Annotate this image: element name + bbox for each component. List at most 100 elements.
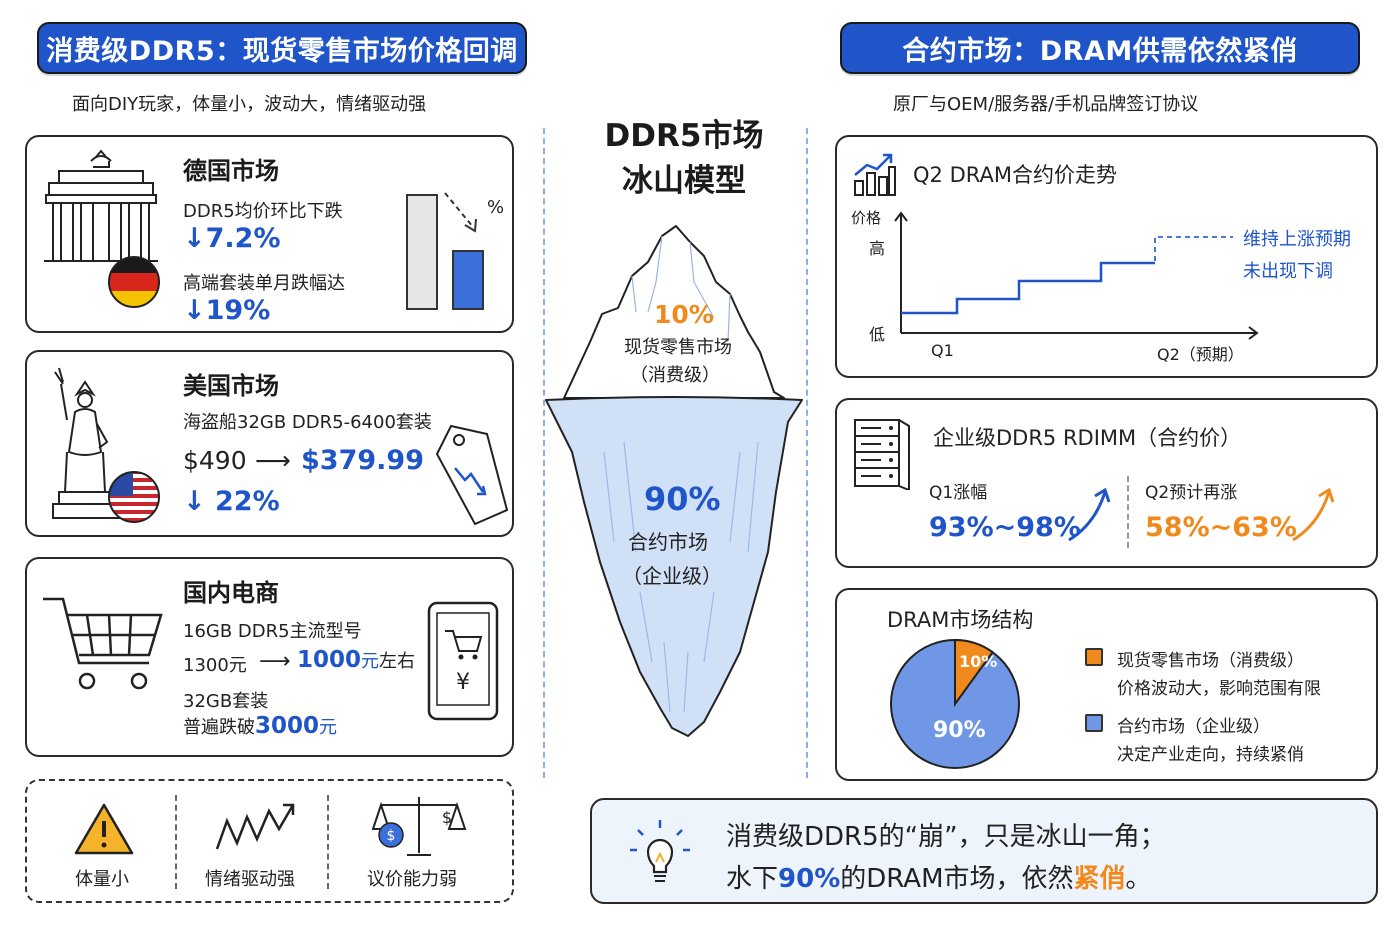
germany-line2: 高端套装单月跌幅达: [183, 273, 345, 294]
trait-label-2: 情绪驱动强: [205, 869, 295, 890]
iceberg-title-line1: DDR5市场: [604, 118, 764, 154]
china-line3: 32GB套装: [183, 691, 269, 712]
germany-line1: DDR5均价环比下跌: [183, 201, 343, 222]
growth-chart-icon: [854, 153, 896, 196]
q2-x-end: Q2（预期）: [1157, 345, 1244, 364]
usa-old-price: $490: [183, 446, 247, 475]
left-title: 消费级DDR5：现货零售市场价格回调: [46, 35, 518, 67]
china-line4-num: 3000: [255, 713, 320, 739]
china-new-price: 1000元左右: [297, 647, 415, 673]
traits-box: $ $ 体量小 情绪驱动强 议价能力弱: [25, 779, 514, 903]
legend2-title: 合约市场（企业级）: [1117, 717, 1270, 737]
rdimm-q1-value: 93%~98%: [929, 512, 1081, 543]
legend-blue-swatch: [1085, 714, 1103, 732]
svg-text:$: $: [387, 828, 396, 844]
q2-y-high: 高: [869, 239, 886, 258]
q2-trend-chart: [894, 211, 1259, 340]
q2-y-low: 低: [869, 325, 886, 344]
lightbulb-icon: [630, 820, 690, 882]
q2-note1: 维持上涨预期: [1243, 229, 1351, 250]
scale-icon: $ $: [371, 797, 467, 856]
center-left-divider: [543, 128, 545, 778]
brandenburg-gate-icon: [44, 149, 158, 262]
china-ecommerce-card: 国内电商 16GB DDR5主流型号 1300元 ⟶ 1000元左右 32GB套…: [25, 557, 514, 757]
usa-arrow: ⟶: [255, 446, 291, 475]
conclusion-box: 消费级DDR5的“崩”，只是冰山一角； 水下90%的DRAM市场，依然紧俏。: [590, 798, 1378, 904]
germany-value1: ↓7.2%: [183, 223, 281, 254]
conclusion-part-a: 水下: [726, 864, 779, 894]
iceberg-bottom-pct: 90%: [644, 480, 721, 518]
pie-slice-10: [954, 638, 995, 708]
iceberg-top-label1: 现货零售市场: [624, 337, 732, 358]
bar-drop-icon: [406, 192, 484, 310]
q2-x-start: Q1: [931, 341, 954, 360]
germany-flag-icon: [108, 256, 160, 308]
china-line4-pre: 普遍跌破: [183, 717, 255, 738]
q2-projection-line: [901, 236, 1233, 314]
warning-icon: [74, 803, 134, 855]
china-new-num: 1000: [297, 647, 362, 673]
iceberg-top-label2: （消费级）: [630, 365, 720, 386]
rdimm-q2-label: Q2预计再涨: [1145, 483, 1238, 503]
price-tag-icon: [435, 424, 509, 526]
legend-orange-swatch: [1085, 648, 1103, 666]
iceberg-illustration: [545, 225, 803, 737]
phone-shopping-icon: ¥: [427, 601, 499, 721]
china-new-suffix: 左右: [379, 651, 416, 672]
iceberg-bottom-label1: 合约市场: [628, 530, 708, 554]
usa-flag-icon: [108, 471, 160, 523]
trait-label-1: 体量小: [75, 869, 129, 890]
rdimm-divider: [1127, 476, 1129, 548]
legend1-title: 现货零售市场（消费级）: [1117, 651, 1304, 671]
pie-label-small: 10%: [959, 652, 998, 671]
shopping-cart-icon: [43, 597, 163, 690]
q2-price-step-line: [901, 261, 1155, 315]
usa-title: 美国市场: [183, 372, 279, 400]
iceberg-top-pct: 10%: [654, 300, 714, 329]
rdimm-q2-value: 58%~63%: [1145, 512, 1297, 543]
rdimm-q1-label: Q1涨幅: [929, 483, 988, 503]
china-line1: 16GB DDR5主流型号: [183, 621, 362, 642]
traits-divider-1: [175, 795, 177, 889]
usa-new-price: $379.99: [301, 445, 424, 476]
up-arrow-blue-icon: [1068, 487, 1111, 542]
usa-product: 海盗船32GB DDR5-6400套装: [183, 412, 432, 433]
up-arrow-orange-icon: [1292, 487, 1335, 542]
china-line4: 普遍跌破3000元: [183, 713, 337, 739]
q2-y-label: 价格: [851, 209, 882, 227]
germany-card: 德国市场 DDR5均价环比下跌 ↓7.2% 高端套装单月跌幅达 ↓19% %: [25, 135, 514, 333]
germany-pct-symbol: %: [487, 197, 505, 218]
conclusion-part-c: 的DRAM市场，依然: [840, 864, 1074, 894]
right-title: 合约市场：DRAM供需依然紧俏: [902, 35, 1298, 67]
structure-card: DRAM市场结构 10% 90% 现货零售市场（消费级） 价格波动大，影响范围有…: [835, 588, 1378, 781]
structure-title: DRAM市场结构: [887, 608, 1034, 632]
rdimm-title: 企业级DDR5 RDIMM（合约价）: [933, 426, 1242, 450]
left-title-banner: 消费级DDR5：现货零售市场价格回调: [37, 22, 527, 74]
china-old: 1300元: [183, 655, 247, 676]
traits-divider-2: [327, 795, 329, 889]
q2-trend-card: Q2 DRAM合约价走势 价格 高 低 Q1 Q2（预期） 维持上涨预期 未出现…: [835, 135, 1378, 378]
china-arrow: ⟶: [259, 649, 291, 674]
legend2-desc: 决定产业走向，持续紧俏: [1117, 745, 1304, 765]
zigzag-trend-icon: [215, 803, 295, 850]
svg-text:$: $: [442, 808, 452, 827]
china-new-unit: 元: [361, 651, 380, 672]
conclusion-part-d: 紧俏: [1073, 864, 1126, 894]
china-line4-unit: 元: [319, 717, 338, 738]
iceberg-title: DDR5市场 冰山模型: [574, 114, 794, 204]
right-subtitle: 原厂与OEM/服务器/手机品牌签订协议: [893, 94, 1199, 115]
iceberg-title-line2: 冰山模型: [622, 162, 746, 199]
center-right-divider: [806, 128, 808, 778]
germany-title: 德国市场: [183, 157, 279, 185]
china-title: 国内电商: [183, 579, 279, 607]
q2-trend-title: Q2 DRAM合约价走势: [913, 163, 1117, 187]
iceberg-bottom-label2: （企业级）: [622, 564, 722, 588]
conclusion-part-e: 。: [1125, 864, 1152, 894]
rdimm-card: 企业级DDR5 RDIMM（合约价） Q1涨幅 93%~98% Q2预计再涨 5…: [835, 398, 1378, 568]
market-pie-chart: [890, 638, 1020, 769]
right-title-banner: 合约市场：DRAM供需依然紧俏: [840, 22, 1360, 74]
left-subtitle: 面向DIY玩家，体量小，波动大，情绪驱动强: [72, 94, 427, 115]
legend1-desc: 价格波动大，影响范围有限: [1117, 679, 1321, 699]
germany-value2: ↓19%: [183, 295, 271, 326]
pie-label-big: 90%: [933, 718, 986, 743]
